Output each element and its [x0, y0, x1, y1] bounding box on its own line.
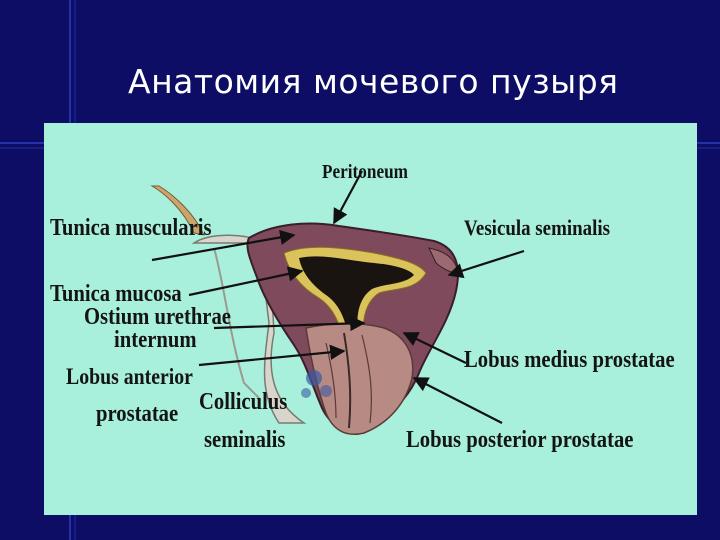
bladder-lumen [299, 256, 414, 333]
bladder-illustration [150, 170, 525, 435]
label-lobus-posterior-prostatae: Lobus posterior prostatae [406, 427, 634, 453]
label-internum: internum [114, 327, 197, 353]
label-tunica-mucosa: Tunica mucosa [50, 281, 182, 307]
pubic-bone [191, 234, 307, 424]
label-tunica-muscularis: Tunica muscularis [50, 215, 212, 241]
label-lobus-anterior: Lobus anterior [66, 364, 193, 389]
label-prostatae: prostatae [96, 401, 179, 427]
label-colliculus: Colliculus [199, 389, 288, 415]
label-vesicula-seminalis: Vesicula seminalis [464, 215, 610, 240]
prostate [305, 322, 414, 435]
label-lobus-medius-prostatae: Lobus medius prostatae [464, 347, 675, 373]
label-seminalis: seminalis [204, 427, 286, 453]
label-peritoneum: Peritoneum [322, 161, 408, 183]
anatomy-diagram-panel: Peritoneum Tunica muscularis Vesicula se… [44, 123, 697, 515]
label-ostium-urethrae: Ostium urethrae [84, 304, 231, 330]
slide-title: Анатомия мочевого пузыря [128, 62, 619, 101]
